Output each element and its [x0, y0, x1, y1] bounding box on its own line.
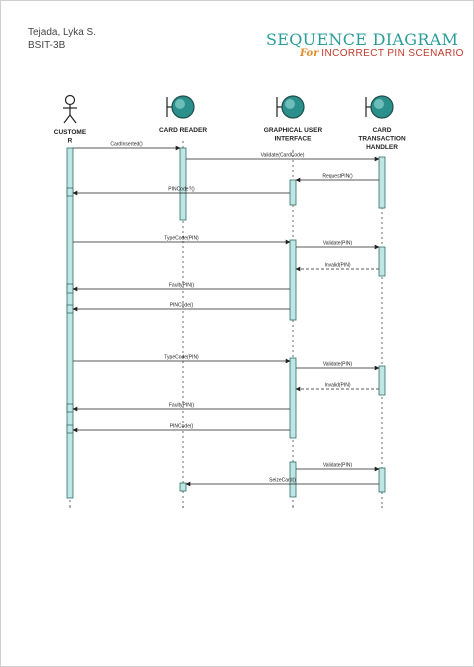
message-label: Validate(CardCode) [261, 153, 305, 159]
message-label: CardInserted() [110, 142, 143, 148]
boundary-highlight-icon [285, 99, 295, 109]
activation-bar-gui [289, 239, 297, 321]
message-label: Validate(PIN) [323, 362, 353, 368]
message-label: PINCode() [170, 303, 194, 309]
activation-bar-card-transaction-handler [378, 365, 386, 396]
diagram-title: SEQUENCE DIAGRAM [266, 30, 459, 49]
message-label: Validate(PIN) [323, 241, 353, 247]
activation-bar-card-reader [179, 147, 187, 221]
lifeline-label: CARD [373, 127, 392, 134]
lifeline-label: HANDLER [366, 144, 398, 151]
subtitle-for: For [300, 48, 319, 59]
message-label: TypeCode(PIN) [164, 355, 199, 361]
activation-bar-customer [66, 147, 74, 499]
author-name: Tejada, Lyka S. [28, 27, 97, 38]
message-label: SeizeCard() [269, 478, 296, 484]
activation-bar-card-reader [179, 482, 187, 492]
diagram-subtitle: For INCORRECT PIN SCENARIO [300, 48, 464, 59]
lifeline-label: GRAPHICAL USER [264, 127, 323, 134]
activation-bar-gui [289, 179, 297, 206]
message-label: Invalid(PIN) [324, 383, 350, 389]
activation-bar-card-transaction-handler [378, 467, 386, 493]
activation-bar-customer [66, 424, 74, 434]
message-label: TypeCode(PIN) [164, 236, 199, 242]
message-label: FaultyPIN() [169, 283, 195, 289]
activation-bar-card-transaction-handler [378, 246, 386, 277]
lifeline-label: TRANSACTION [358, 136, 406, 143]
message-label: PINCode() [170, 424, 194, 430]
message-label: RequestPIN() [322, 174, 353, 180]
message-label: FaultyPIN() [169, 403, 195, 409]
message-label: PINCode?() [168, 187, 195, 193]
lifeline-label: CARD READER [159, 127, 207, 134]
lifeline-label: R [68, 138, 73, 145]
activation-bar-customer [66, 304, 74, 314]
activation-bar-gui [289, 461, 297, 498]
subtitle-text: INCORRECT PIN SCENARIO [321, 48, 464, 59]
lifeline-label: INTERFACE [275, 136, 313, 143]
actor-leg-icon [63, 114, 71, 124]
boundary-highlight-icon [374, 99, 384, 109]
activation-bar-customer [66, 283, 74, 294]
activation-bar-card-transaction-handler [378, 156, 386, 209]
author-block: Tejada, Lyka S. BSIT-3B [28, 26, 96, 52]
message-label: Invalid(PIN) [324, 263, 350, 269]
activation-bar-customer [66, 403, 74, 413]
actor-head-icon [64, 94, 76, 106]
activation-bar-customer [66, 187, 74, 197]
message-label: Validate(PIN) [323, 463, 353, 469]
actor-leg-icon [69, 114, 77, 124]
lifeline-label: CUSTOME [54, 129, 87, 136]
author-section: BSIT-3B [28, 40, 66, 51]
boundary-highlight-icon [175, 99, 185, 109]
activation-bar-gui [289, 357, 297, 439]
